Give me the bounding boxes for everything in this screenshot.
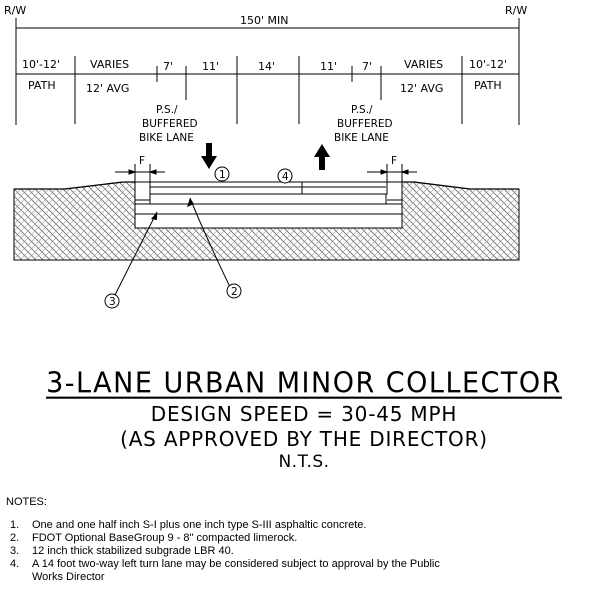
segment-ticks [74,56,463,124]
callout-1 [214,166,230,182]
note-text: A 14 foot two-way left turn lane may be … [32,558,440,570]
approval-subtitle: (AS APPROVED BY THE DIRECTOR) [120,427,488,451]
rw-right-label: R/W [505,4,527,17]
note-text: One and one half inch S-I plus one inch … [32,519,367,531]
segment-varies-right: VARIES [404,58,443,71]
notes-heading: NOTES: [6,496,47,508]
note-item: 2. FDOT Optional BaseGroup 9 - 8" compact… [6,532,440,545]
ground-surface-line [14,181,519,190]
note-item: 4. A 14 foot two-way left turn lane may b… [6,558,440,571]
arrow-up-icon [314,144,330,170]
note-text: Works Director [32,571,105,583]
callout-2-arrowhead [187,198,194,207]
bike-lane-right-line2: BUFFERED [337,118,393,130]
note-item-continuation: Works Director [6,571,440,584]
callout-2-number: 2 [231,286,238,298]
segment-path-right-label: PATH [474,79,502,92]
pavement-structure [134,181,403,229]
segment-path-left-label: PATH [28,79,56,92]
callout-4-number: 4 [282,171,289,183]
f-label-left: F [139,155,145,167]
callout-3-arrowhead [151,212,157,220]
bike-lane-left-line3: BIKE LANE [139,132,194,144]
callout-3-leader [114,211,158,296]
note-number: 3. [10,545,20,557]
drawing-title: 3-LANE URBAN MINOR COLLECTOR [46,367,562,400]
bike-lane-left-line2: BUFFERED [142,118,198,130]
design-speed-subtitle: DESIGN SPEED = 30-45 MPH [150,402,458,426]
segment-varies-left: VARIES [90,58,129,71]
segment-lane-right-width: 11' [320,60,337,73]
segment-varies-left-avg: 12' AVG [86,82,129,95]
callout-2 [226,283,242,299]
segment-lane-left-width: 11' [202,60,219,73]
segment-bike-left-width: 7' [163,60,173,73]
f-label-right: F [391,155,397,167]
segment-path-left-width: 10'-12' [22,58,60,71]
scale-note: N.T.S. [278,452,330,472]
bike-lane-right-line3: BIKE LANE [334,132,389,144]
bike-lane-right-line1: P.S./ [351,104,373,116]
segment-varies-right-avg: 12' AVG [400,82,443,95]
callout-3-number: 3 [109,296,116,308]
segment-path-right-width: 10'-12' [469,58,507,71]
note-item: 3. 12 inch thick stabilized subgrade LBR … [6,545,440,558]
f-dimension-right [367,164,417,186]
callout-2-leader [189,197,231,288]
callout-1-number: 1 [219,169,226,181]
bike-lane-left-line1: P.S./ [156,104,178,116]
note-number: 2. [10,532,20,544]
notes-list: 1. One and one half inch S-I plus one inc… [6,519,440,584]
note-text: 12 inch thick stabilized subgrade LBR 40… [32,545,234,557]
note-number: 1. [10,519,20,531]
arrow-down-icon [201,143,217,169]
rw-left-label: R/W [4,4,26,17]
cross-section-drawing: R/W R/W 150' MIN 10'-12' PATH VARIES 12'… [4,4,527,309]
note-number: 4. [10,558,20,570]
notes-section: NOTES: 1. One and one half inch S-I plus … [6,496,440,584]
note-text: FDOT Optional BaseGroup 9 - 8" compacted… [32,532,298,544]
overall-dimension-label: 150' MIN [240,14,288,27]
callout-4 [277,168,293,184]
callout-3 [104,293,120,309]
note-item: 1. One and one half inch S-I plus one inc… [6,519,440,532]
segment-center-lane-width: 14' [258,60,275,73]
segment-bike-right-width: 7' [362,60,372,73]
